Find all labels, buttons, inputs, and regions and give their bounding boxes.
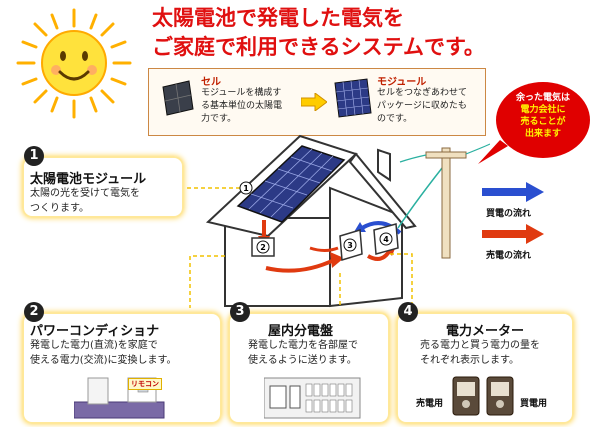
sell-flow-arrow-icon [482,224,544,244]
step-3-description: 発電した電力を各部屋で 使えるように送ります。 [248,340,358,366]
buy-meter-icon [486,376,514,416]
sun-icon [16,8,132,119]
legend-buy-label: 買電の流れ [486,209,532,219]
sell-meter-label: 売電用 [416,399,444,409]
arrow-right-icon [301,93,327,111]
solar-cell-icon [162,80,194,116]
house-diagram: 1 2 3 4 [180,134,490,308]
step-3-number: 3 [230,302,250,322]
step-2-callout: 2 パワーコンディショナ 発電した電力(直流)を家庭で 使える電力(交流)に変換… [22,302,222,424]
solar-module-icon [334,78,372,118]
cell-label: セル [201,77,221,88]
step-1-title: 太陽電池モジュール [30,172,147,187]
cell-module-explanation: セル モジュールを構成す る基本単位の太陽電 力です。 モジュール セルをつなぎ… [148,68,486,136]
house-marker-4: 4 [383,235,389,244]
page-title-line2: ご家庭で利用できるシステムです。 [152,35,485,59]
page-title-line1: 太陽電池で発電した電気を [152,6,404,30]
step-4-description: 売る電力と買う電力の量を それぞれ表示します。 [420,340,540,366]
buy-flow-arrow-icon [482,182,544,202]
distribution-board-image [264,377,361,419]
remote-control-tag: リモコン [128,378,162,390]
step-4-title: 電力メーター [446,324,525,339]
module-label: モジュール [377,77,427,88]
step-2-number: 2 [24,302,44,322]
module-description: セルをつなぎあわせて パッケージに収めたも のです。 [377,88,468,124]
step-3-title: 屋内分電盤 [268,324,334,339]
house-marker-2: 2 [260,243,266,252]
step-4-number: 4 [398,302,418,322]
step-1-callout: 1 太陽電池モジュール 太陽の光を受けて電気を つくります。 [22,146,184,218]
step-1-description: 太陽の光を受けて電気を つくります。 [30,188,140,214]
cell-description: モジュールを構成す る基本単位の太陽電 力です。 [201,88,283,124]
sell-electricity-bubble: 余った電気は 電力会社に 売ることが 出来ます [496,82,590,158]
sell-meter-icon [452,376,480,416]
bubble-tail [478,140,508,164]
step-2-title: パワーコンディショナ [30,324,160,339]
buy-meter-label: 買電用 [520,399,548,409]
step-1-number: 1 [24,146,44,166]
house-marker-3: 3 [347,241,353,250]
legend-sell-label: 売電の流れ [486,251,532,261]
flow-legend: 買電の流れ 売電の流れ [482,178,592,261]
step-2-description: 発電した電力(直流)を家庭で 使える電力(交流)に変換します。 [30,340,177,366]
step-4-callout: 4 電力メーター 売る電力と買う電力の量を それぞれ表示します。 売電用 買電用 [396,302,574,424]
step-3-callout: 3 屋内分電盤 発電した電力を各部屋で 使えるように送ります。 [228,302,390,424]
house-marker-1: 1 [243,184,249,193]
